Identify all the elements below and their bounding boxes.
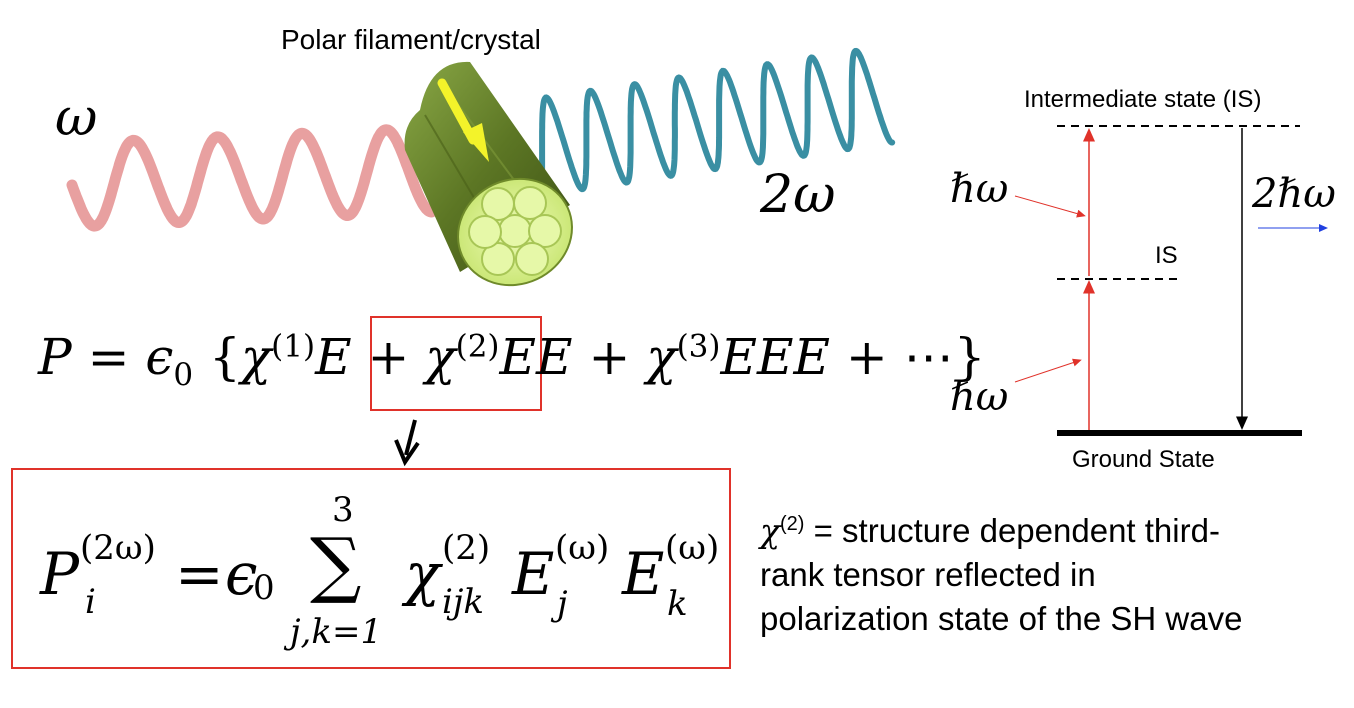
sum-lower-limit: j,k=1 — [290, 612, 383, 652]
tensor-description: χ(2) = structure dependent third- rank t… — [760, 502, 1350, 641]
sum-sigma: ∑ — [310, 522, 362, 606]
sum-chi-sup: (2) — [442, 528, 491, 568]
eq-open-brace: { — [209, 328, 241, 386]
sum-ej-sup: (ω) — [555, 528, 610, 568]
filament-label: Polar filament/crystal — [281, 24, 541, 55]
ground-state-label: Ground State — [1072, 446, 1215, 473]
sum-eps-sub: 0 — [253, 568, 275, 608]
outgoing-wave-2omega — [517, 47, 896, 199]
eq-equals: = — [87, 328, 130, 386]
eq-chi2: χ — [425, 328, 456, 386]
photon-pointer-top — [1014, 195, 1086, 218]
polarization-arrow-icon — [437, 78, 489, 162]
eq-chi1: χ — [240, 328, 272, 386]
eq-dots: + ⋯ — [845, 328, 954, 386]
hbar-omega-bottom-label: ℏω — [950, 374, 1009, 420]
description-line-1: χ(2) = structure dependent third- — [760, 502, 1350, 553]
eq-close-brace: } — [953, 328, 986, 386]
sum-ej: E — [512, 540, 555, 608]
sum-chi: χ — [405, 540, 441, 608]
down-arrow-icon — [394, 419, 420, 467]
sum-lhs-sub: i — [85, 582, 96, 622]
sum-upper-limit: 3 — [332, 490, 354, 530]
polar-filament-cylinder — [404, 61, 573, 287]
eq-plus1: + — [367, 328, 410, 386]
description-line-2: rank tensor reflected in — [760, 556, 1096, 593]
polarization-expansion-equation: P = ϵ0 {χ(1)E + χ(2)EE + χ(3)EEE + ⋯} — [38, 328, 986, 393]
sum-ek-sub: k — [667, 584, 688, 624]
energy-level-diagram — [1014, 125, 1328, 436]
eq-chi3: χ — [646, 328, 677, 386]
eq-eee: EEE — [720, 328, 830, 386]
sum-chi-sub: ijk — [442, 582, 485, 622]
description-chi-sup: (2) — [780, 513, 805, 535]
hbar-omega-top-label: ℏω — [950, 166, 1009, 212]
highlight-box-chi2 — [370, 316, 542, 411]
eq-ee: EE — [499, 328, 573, 386]
photon-pointer-bottom — [1014, 358, 1082, 383]
omega-out-label: 2ω — [760, 165, 836, 225]
eq-sup3: (3) — [676, 328, 721, 365]
sum-equals: = — [175, 540, 224, 608]
intermediate-state-label: Intermediate state (IS) — [1024, 86, 1262, 113]
eq-e1: E — [315, 328, 352, 386]
eq-eps: ϵ — [145, 328, 174, 386]
eq-plus2: + — [588, 328, 631, 386]
sum-lhs: P — [40, 540, 80, 608]
sum-eps: ϵ — [225, 540, 258, 608]
description-line1-text: = structure dependent third- — [804, 512, 1220, 549]
sum-ek-sup: (ω) — [665, 528, 720, 568]
description-line-3: polarization state of the SH wave — [760, 600, 1243, 637]
description-chi: χ — [760, 511, 780, 550]
eq-sup2: (2) — [455, 328, 500, 365]
is-label: IS — [1155, 242, 1178, 269]
sum-lhs-sup: (2ω) — [80, 528, 156, 568]
eq-lhs: P — [38, 328, 72, 386]
sum-ej-sub: j — [557, 584, 568, 624]
two-hbar-omega-label: 2ℏω — [1252, 171, 1336, 217]
eq-eps-sub: 0 — [173, 357, 194, 393]
highlight-box-sum — [11, 468, 731, 669]
eq-sup1: (1) — [271, 328, 316, 365]
sum-ek: E — [622, 540, 665, 608]
omega-in-label: ω — [55, 88, 98, 148]
incoming-wave-omega — [66, 124, 438, 232]
